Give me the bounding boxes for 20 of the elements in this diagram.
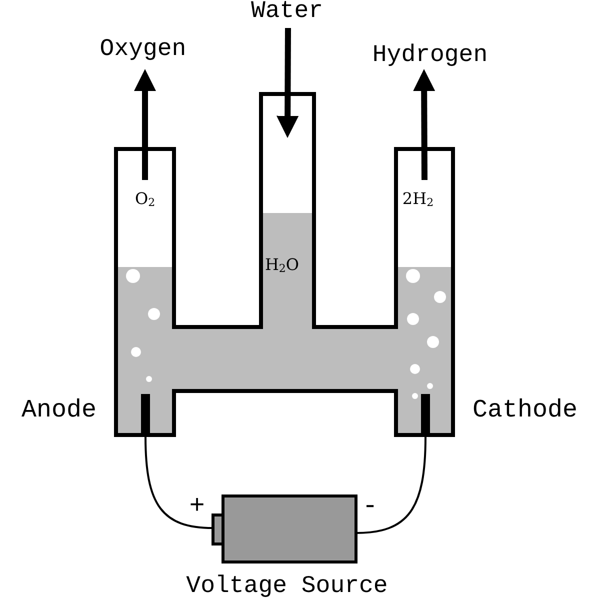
gas-tube bbox=[394, 147, 455, 437]
flow-label: Water bbox=[251, 0, 323, 24]
arrow bbox=[276, 28, 299, 138]
wire bbox=[356, 436, 426, 534]
polarity-sign: + bbox=[189, 493, 205, 519]
arrow bbox=[134, 69, 156, 180]
formula-label: H$_{2}$O bbox=[264, 256, 300, 276]
electrode-label: Anode bbox=[22, 398, 96, 422]
filling-tube bbox=[259, 92, 316, 329]
device-label: Voltage Source bbox=[186, 575, 388, 599]
flow-label: Oxygen bbox=[100, 38, 186, 62]
polarity-sign: - bbox=[362, 493, 378, 519]
arrow bbox=[413, 69, 436, 180]
gas-tube bbox=[114, 147, 176, 437]
wire bbox=[144, 436, 214, 529]
flow-label: Hydrogen bbox=[372, 44, 488, 68]
electrode-label: Cathode bbox=[472, 398, 578, 422]
formula-label: O$_{2}$ bbox=[134, 190, 156, 210]
formula-label: 2H$_{2}$ bbox=[402, 190, 434, 210]
battery bbox=[211, 494, 358, 564]
